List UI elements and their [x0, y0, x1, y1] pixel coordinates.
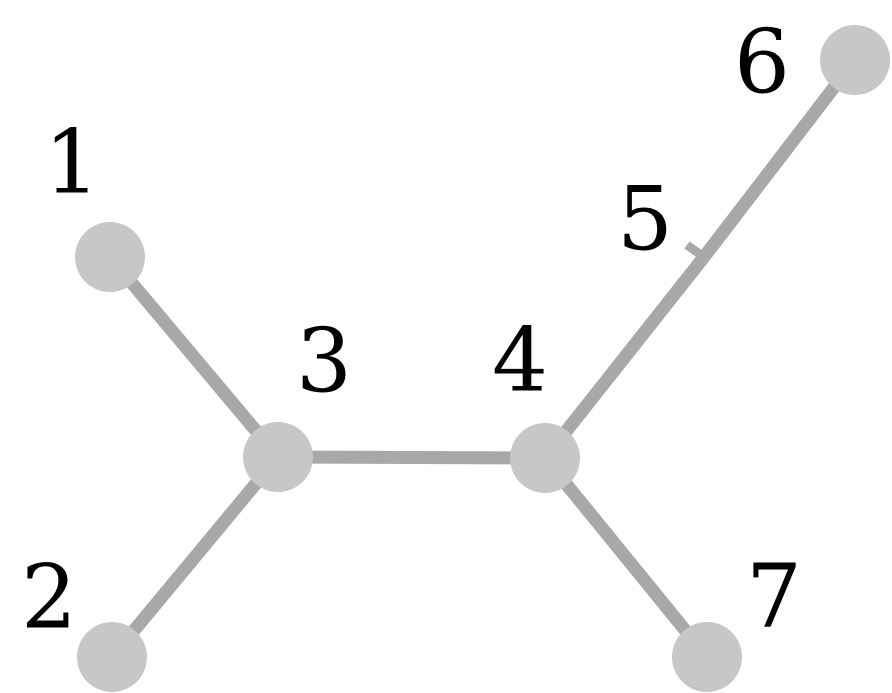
- graph-node-7: [672, 622, 742, 692]
- graph-node-5-tick: [684, 241, 707, 261]
- node-label-3: 3: [296, 310, 352, 413]
- graph-edge-2-3: [106, 452, 284, 662]
- graph-edge-1-3: [105, 252, 283, 462]
- node-label-1: 1: [44, 111, 100, 214]
- graph-edge-3-4: [277, 450, 546, 465]
- node-label-5: 5: [617, 168, 673, 271]
- graph-edge-5-6: [698, 56, 861, 261]
- graph-node-3: [243, 422, 313, 492]
- node-label-2: 2: [21, 546, 77, 649]
- graph-node-2: [77, 622, 147, 692]
- nodes-layer: [75, 25, 890, 692]
- node-label-7: 7: [746, 545, 802, 648]
- node-label-4: 4: [492, 309, 548, 412]
- graph-node-6: [820, 25, 890, 95]
- edges-layer: [105, 56, 861, 662]
- graph-edge-4-7: [539, 453, 713, 662]
- labels-layer: 1 2 3 456 7: [21, 11, 802, 649]
- graph-node-4: [510, 423, 580, 493]
- graph-node-1: [75, 222, 145, 292]
- graph-edge-4-5: [539, 252, 710, 463]
- node-label-6: 6: [734, 11, 790, 114]
